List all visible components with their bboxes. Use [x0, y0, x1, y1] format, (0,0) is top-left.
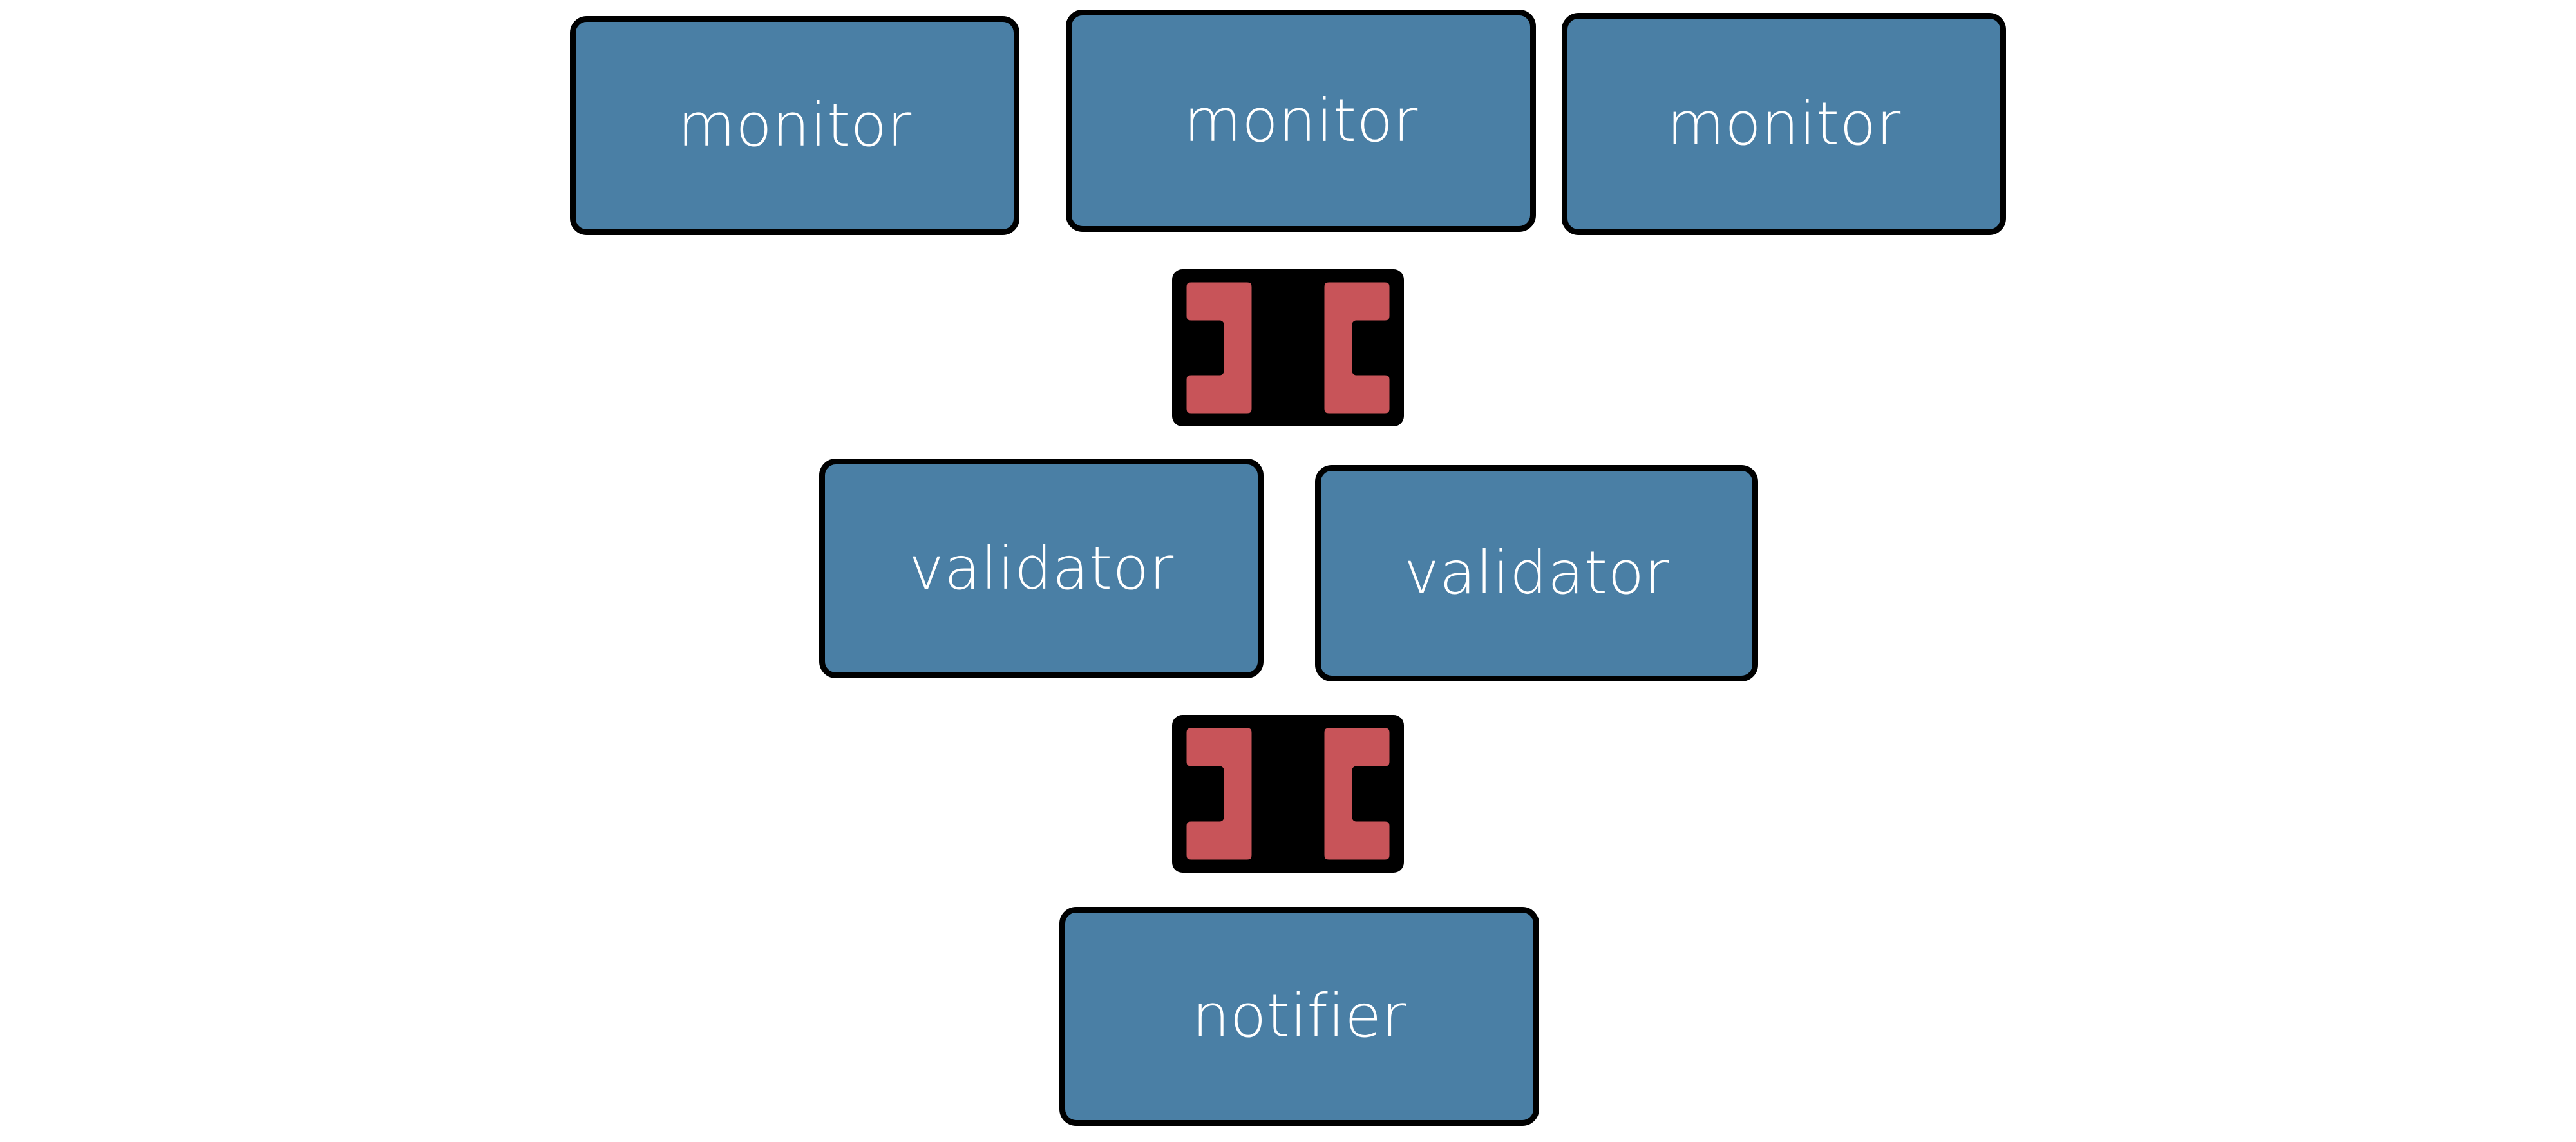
bracket-right-icon — [1316, 274, 1398, 422]
node-label: notifier — [1192, 982, 1406, 1051]
node-monitor-2[interactable]: monitor — [1066, 10, 1536, 232]
monitor-to-validator-connector — [1172, 269, 1404, 426]
node-monitor-1[interactable]: monitor — [570, 16, 1019, 235]
node-monitor-3[interactable]: monitor — [1562, 13, 2006, 235]
connector-brackets-icon — [1178, 274, 1398, 422]
validator-to-notifier-connector — [1172, 715, 1404, 873]
connector-brackets-icon — [1178, 719, 1398, 868]
bracket-left-icon — [1178, 274, 1260, 422]
node-label: validator — [1404, 538, 1669, 607]
node-label: monitor — [1184, 86, 1418, 155]
bracket-right-icon — [1316, 719, 1398, 868]
node-label: validator — [909, 533, 1174, 603]
node-notifier[interactable]: notifier — [1059, 907, 1539, 1126]
node-validator-2[interactable]: validator — [1315, 465, 1758, 681]
bracket-left-icon — [1178, 719, 1260, 868]
node-validator-1[interactable]: validator — [819, 459, 1264, 678]
node-label: monitor — [1667, 89, 1901, 158]
node-label: monitor — [677, 91, 912, 160]
